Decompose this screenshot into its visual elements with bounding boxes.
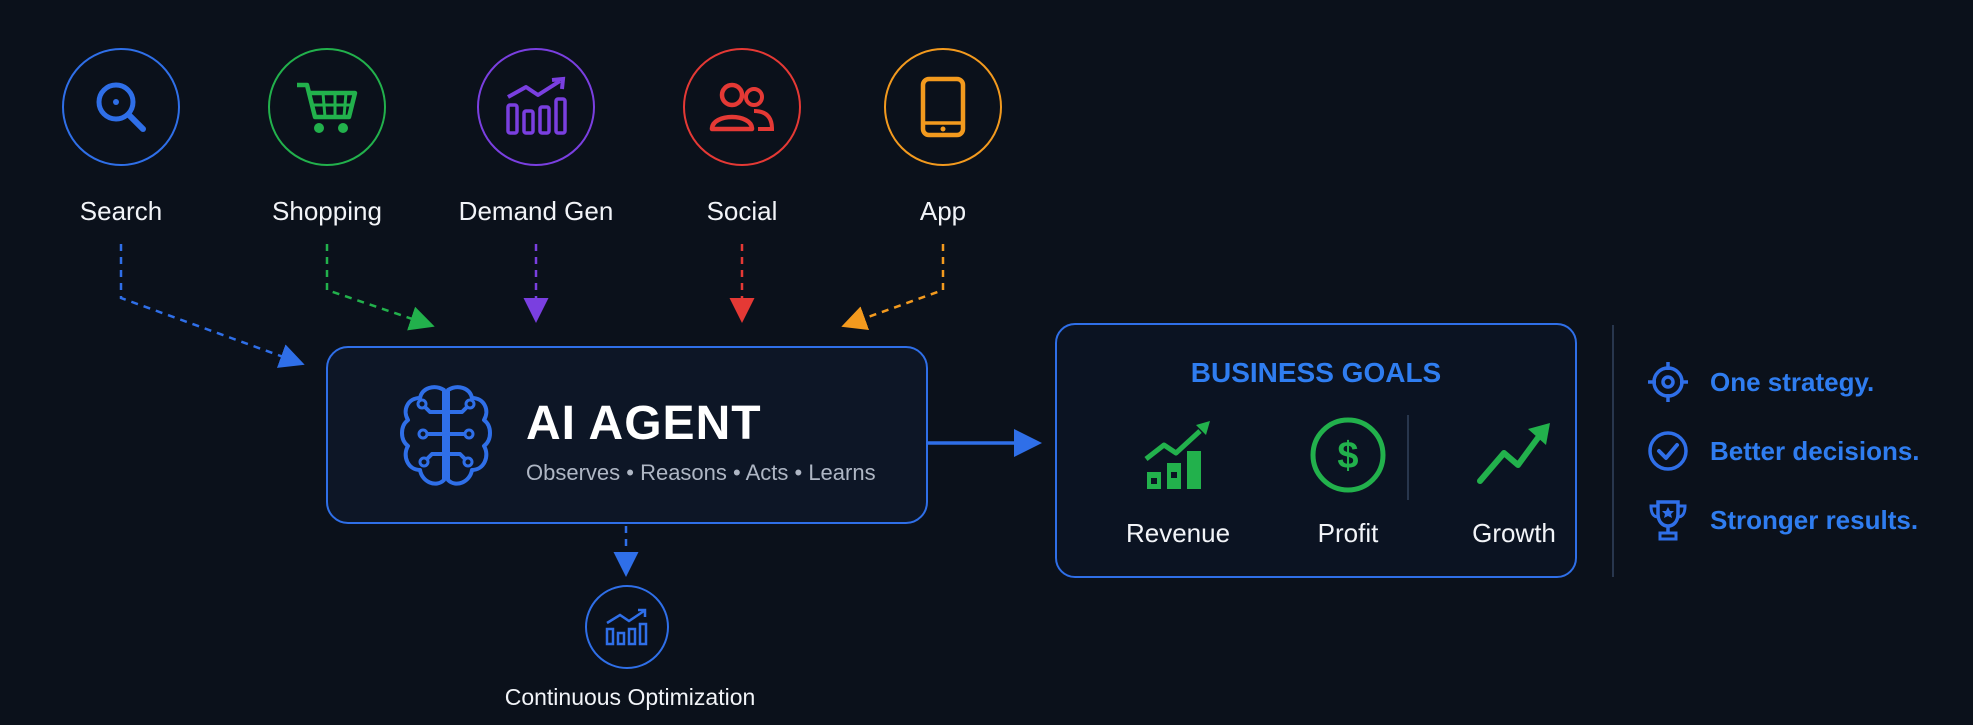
shopping-cart-icon (297, 82, 358, 133)
agent-title: AI AGENT (526, 397, 762, 450)
optimization-circle (585, 585, 669, 669)
business-goals-box: BUSINESS GOALS Revenue $ Profit (1055, 323, 1577, 578)
channel-demand-gen: Demand Gen (436, 48, 636, 227)
arrow-app (841, 244, 945, 330)
shopping-icon-circle (268, 48, 386, 166)
benefit-label: One strategy. (1710, 366, 1875, 397)
goals-divider (1407, 415, 1409, 500)
brain-icon (400, 385, 492, 486)
target-icon (1648, 362, 1688, 402)
bar-chart-trend-icon (506, 76, 567, 135)
channel-label: Social (706, 196, 778, 226)
check-circle-icon (1648, 431, 1688, 471)
ai-agent-box: AI AGENT Observes • Reasons • Acts • Lea… (326, 346, 928, 524)
channel-search: Search (21, 48, 221, 227)
growth-arrow-icon (1477, 423, 1550, 484)
trophy-icon (1649, 500, 1687, 541)
arrow-search (119, 244, 305, 368)
tablet-icon (920, 76, 966, 138)
benefit-item: Stronger results. (1646, 498, 1918, 542)
goal-label: Revenue (1125, 518, 1231, 548)
benefit-item: Better decisions. (1646, 429, 1920, 473)
channel-app: App (843, 48, 1043, 227)
benefit-label: Stronger results. (1710, 504, 1919, 535)
svg-text:$: $ (1337, 435, 1358, 477)
agent-subtitle: Observes • Reasons • Acts • Learns (526, 460, 876, 485)
demand-gen-icon-circle (477, 48, 595, 166)
goal-label: Profit (1317, 518, 1379, 548)
users-icon (709, 82, 775, 132)
channel-label: Search (79, 196, 163, 226)
benefit-label: Better decisions. (1710, 435, 1920, 466)
app-icon-circle (884, 48, 1002, 166)
goal-growth: Growth (1439, 415, 1589, 549)
channel-shopping: Shopping (227, 48, 427, 227)
channel-label: Demand Gen (458, 196, 614, 226)
search-icon-circle (62, 48, 180, 166)
arrow-shopping (325, 244, 435, 331)
goal-profit: $ Profit (1273, 415, 1423, 549)
dollar-icon: $ (1310, 417, 1386, 493)
optimization-label: Continuous Optimization (504, 684, 756, 710)
chart-growth-icon (605, 608, 648, 646)
goal-revenue: Revenue (1103, 415, 1253, 549)
search-icon (96, 82, 146, 132)
channel-label: Shopping (272, 196, 382, 226)
social-icon-circle (683, 48, 801, 166)
goal-label: Growth (1472, 518, 1556, 548)
channel-label: App (919, 196, 967, 226)
revenue-chart-icon (1144, 421, 1210, 489)
channel-social: Social (642, 48, 842, 227)
benefit-item: One strategy. (1646, 360, 1874, 404)
goals-title: BUSINESS GOALS (1190, 357, 1442, 388)
